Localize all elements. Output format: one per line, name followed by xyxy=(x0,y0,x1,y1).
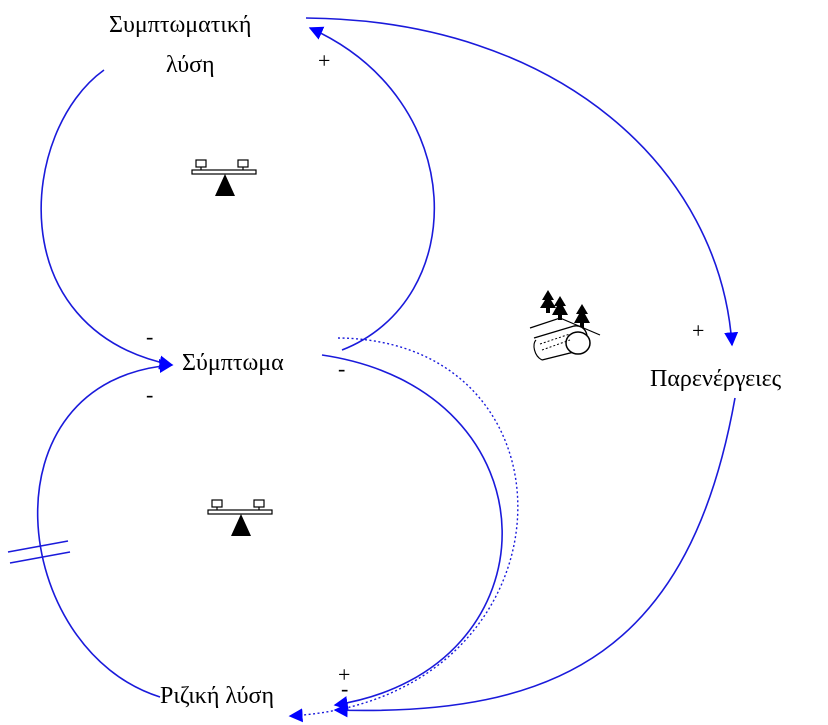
node-symptomatic-solution-line1: Συμπτωματική xyxy=(109,12,251,38)
balance-seesaw-icon xyxy=(207,499,273,536)
polarity-sign: - xyxy=(146,324,153,349)
link-side-effects-to-fundamental xyxy=(333,397,736,718)
polarity-sign: + xyxy=(338,662,350,687)
polarity-sign: + xyxy=(692,318,704,343)
balance-seesaw-icon xyxy=(191,159,257,196)
node-symptom: Σύμπτωμα xyxy=(182,350,284,376)
link-symptom-to-fundamental-dotted xyxy=(288,337,519,723)
node-fundamental-solution: Ριζική λύση xyxy=(160,683,274,709)
polarity-sign: - xyxy=(341,676,348,701)
snowball-reinforcing-icon xyxy=(529,290,601,361)
polarity-sign: - xyxy=(338,356,345,381)
node-side-effects: Παρενέργειες xyxy=(650,366,782,392)
delay-mark xyxy=(7,540,69,553)
polarity-sign: - xyxy=(146,382,153,407)
polarity-sign: + xyxy=(318,48,330,73)
link-symptom-to-fundamental xyxy=(321,354,503,710)
node-symptomatic-solution-line2: λύση xyxy=(166,52,215,78)
delay-mark xyxy=(9,551,71,564)
link-symptom-to-symptomatic xyxy=(308,26,436,351)
link-fundamental-to-symptom xyxy=(36,359,174,698)
link-symptomatic-to-symptom xyxy=(40,69,174,370)
link-symptomatic-to-side-effects xyxy=(305,17,739,347)
